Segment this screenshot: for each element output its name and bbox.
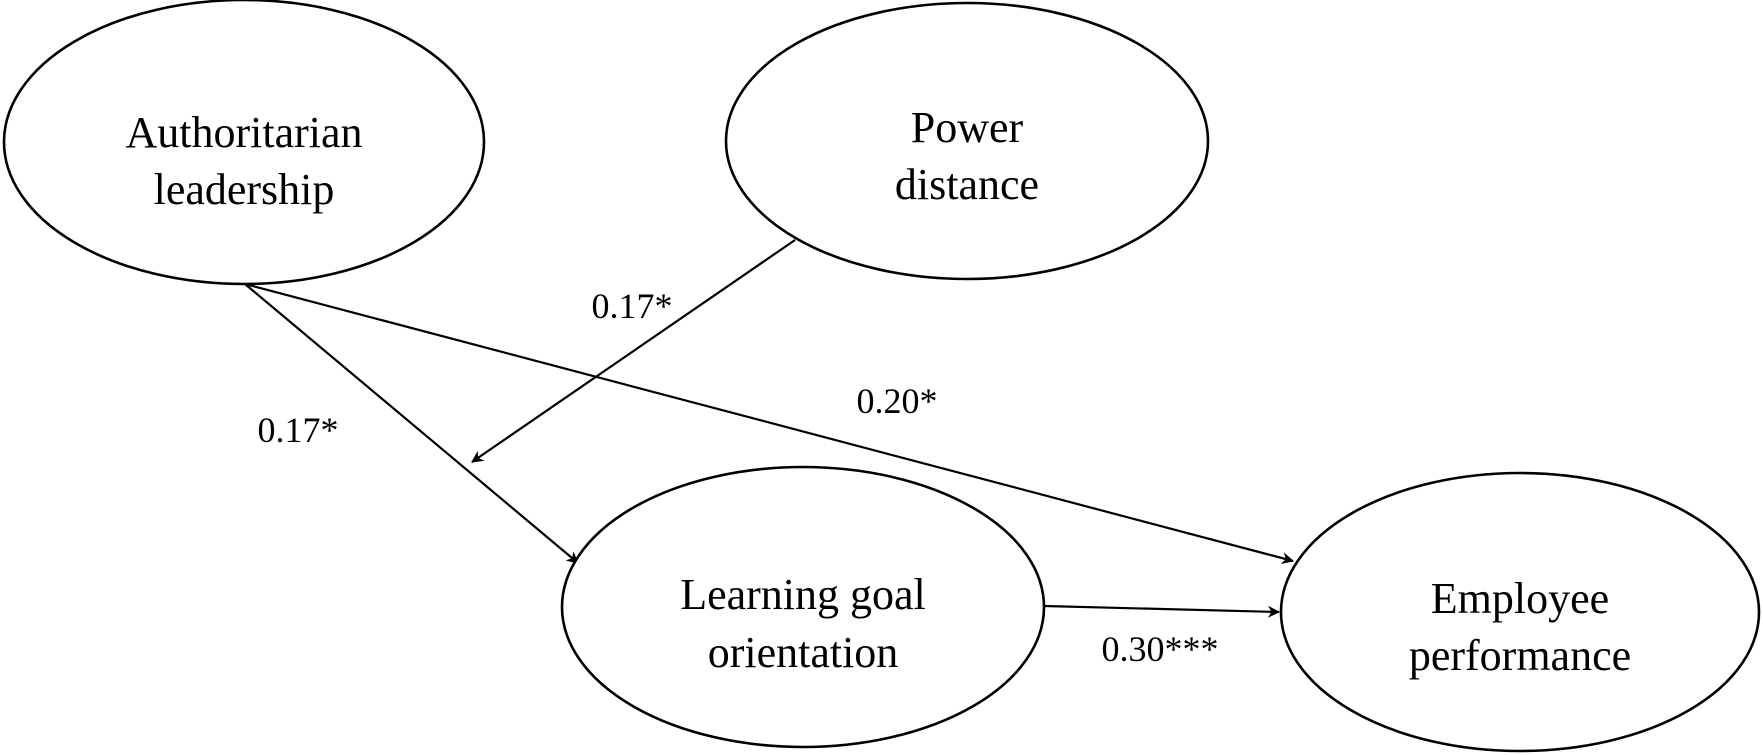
edge-authoritarian-to-employee: 0.20* xyxy=(244,282,1294,564)
node-learning-goal-orientation-line1: Learning goal xyxy=(680,570,926,619)
node-authoritarian-leadership-line1: Authoritarian xyxy=(125,108,362,157)
node-power-distance-ellipse xyxy=(724,1,1210,281)
node-learning-goal-orientation-ellipse xyxy=(560,465,1046,749)
node-power-distance-line1: Power xyxy=(911,103,1024,152)
edge-label-learning-to-employee: 0.30*** xyxy=(1102,629,1219,669)
arrow-authoritarian-to-employee xyxy=(244,282,1294,564)
node-authoritarian-leadership-ellipse xyxy=(2,0,486,286)
arrow-authoritarian-to-learning xyxy=(244,283,579,564)
edge-label-authoritarian-to-employee: 0.20* xyxy=(857,381,938,421)
edge-authoritarian-to-learning: 0.17* xyxy=(244,283,579,564)
node-authoritarian-leadership-line2: leadership xyxy=(154,165,335,214)
arrow-power-to-path xyxy=(471,239,796,463)
edge-learning-to-employee: 0.30*** xyxy=(1043,604,1280,669)
node-learning-goal-orientation-line2: orientation xyxy=(708,628,899,677)
arrow-learning-to-employee xyxy=(1043,604,1280,618)
node-employee-performance-line2: performance xyxy=(1409,631,1631,680)
node-power-distance: Power distance xyxy=(724,1,1210,281)
node-employee-performance-line1: Employee xyxy=(1431,574,1609,623)
node-authoritarian-leadership: Authoritarian leadership xyxy=(2,0,486,286)
node-learning-goal-orientation: Learning goal orientation xyxy=(560,465,1046,749)
edge-label-authoritarian-to-learning: 0.17* xyxy=(258,410,339,450)
edge-label-power-to-path: 0.17* xyxy=(592,286,673,326)
node-power-distance-line2: distance xyxy=(895,160,1039,209)
edge-power-moderation: 0.17* xyxy=(471,239,796,463)
node-employee-performance: Employee performance xyxy=(1279,471,1761,753)
node-employee-performance-ellipse xyxy=(1279,471,1761,753)
